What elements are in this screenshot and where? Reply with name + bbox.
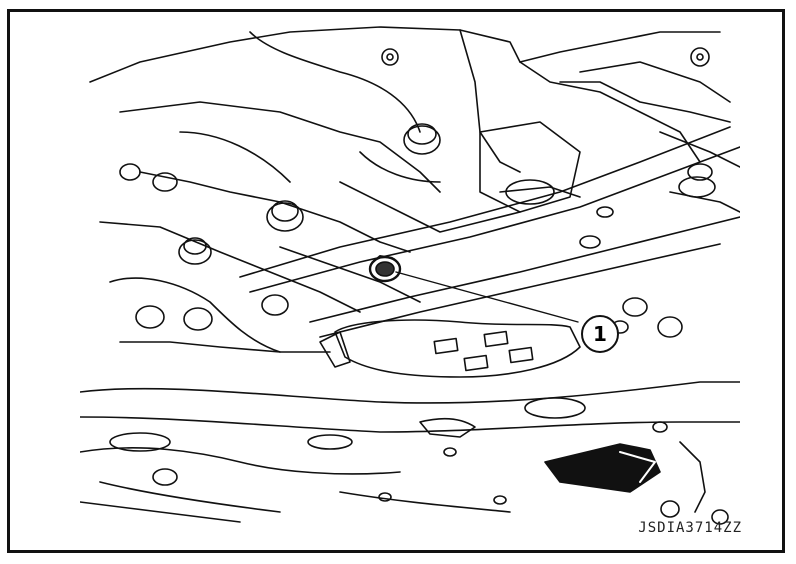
callout-1: 1 <box>395 271 619 353</box>
underbody-line-drawing: 1 <box>80 26 740 525</box>
figure-code: JSDIA3714ZZ <box>638 520 742 536</box>
front-direction-arrow-icon <box>544 443 661 493</box>
drain-plug <box>368 255 402 283</box>
lower-member <box>80 381 740 525</box>
figure-frame: 1 JSDIA3714ZZ <box>7 9 785 553</box>
callout-1-label: 1 <box>593 322 607 346</box>
upper-casing <box>89 26 731 193</box>
housing-shapes <box>99 61 740 353</box>
cross-rails <box>239 126 740 338</box>
oil-pan-cover <box>319 206 683 378</box>
